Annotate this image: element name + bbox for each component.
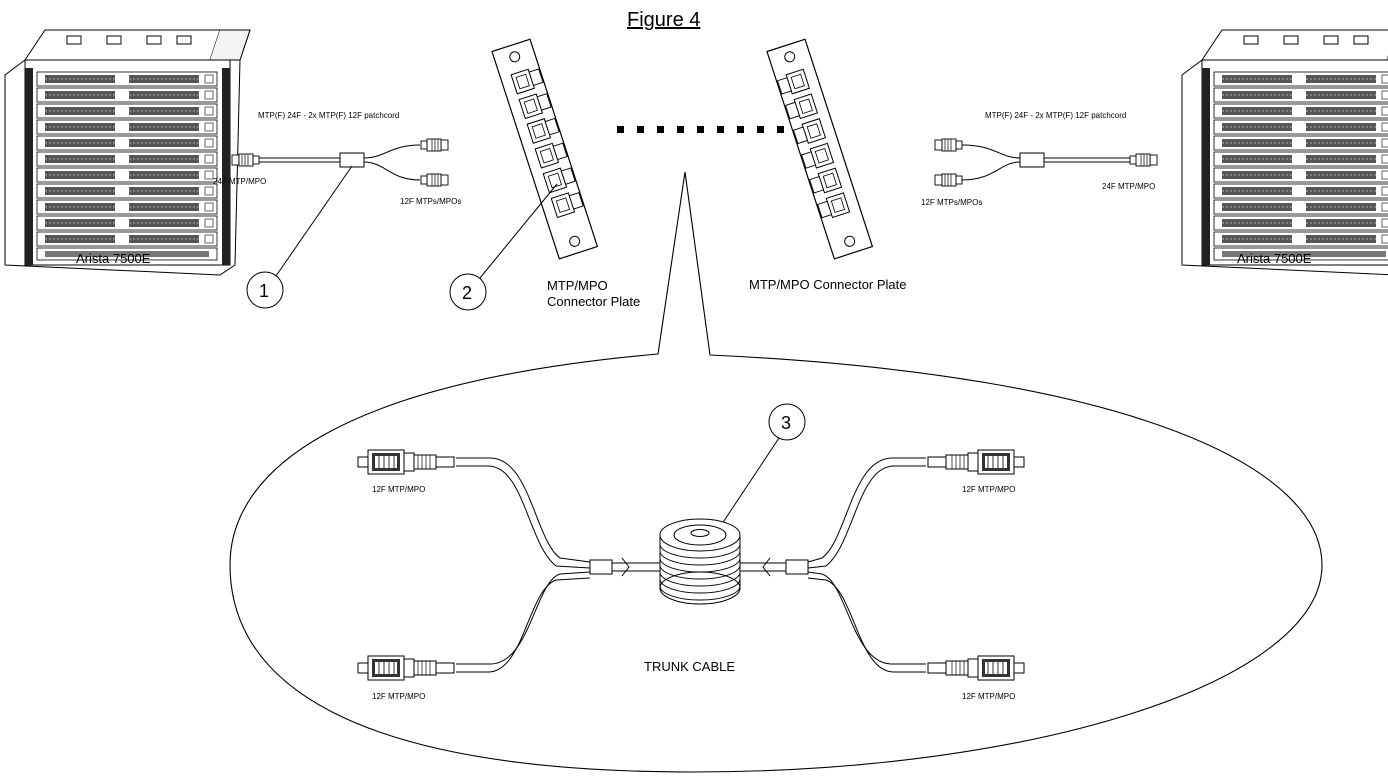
connector-plate-left [491, 38, 599, 260]
figure-title: Figure 4 [627, 9, 700, 31]
patchcord-right [934, 138, 1158, 187]
connector-plate-right-label: MTP/MPO Connector Plate [749, 277, 907, 292]
patchcord-right-title: MTP(F) 24F - 2x MTP(F) 12F patchcord [985, 111, 1126, 120]
trunk-cable-label: TRUNK CABLE [644, 659, 735, 674]
switch-left [5, 30, 250, 275]
callout-1-leader [275, 165, 353, 277]
patchcord-left-title: MTP(F) 24F - 2x MTP(F) 12F patchcord [258, 111, 399, 120]
callout-2-leader [479, 183, 558, 279]
patchcord-left-12f-label: 12F MTPs/MPOs [400, 197, 461, 206]
callout-2-number: 2 [462, 283, 472, 303]
callout-3-number: 3 [781, 413, 791, 433]
trunk-connector-bottom-left-label: 12F MTP/MPO [372, 692, 425, 701]
connector-plate-left-label-line2: Connector Plate [547, 294, 640, 309]
patchcord-right-24f-label: 24F MTP/MPO [1102, 182, 1155, 191]
callout-1-number: 1 [259, 281, 269, 301]
callout-3: 3 [768, 403, 806, 441]
patchcord-left-24f-label: 24F MTP/MPO [213, 177, 266, 186]
zoom-callout-bubble [229, 171, 1323, 773]
trunk-cable-legs [456, 457, 926, 673]
switch-right-label: Arista 7500E [1237, 251, 1312, 266]
trunk-connector-bottom-right-label: 12F MTP/MPO [962, 692, 1015, 701]
trunk-link-dots [617, 126, 784, 133]
patchcord-right-12f-label: 12F MTPs/MPOs [921, 198, 982, 207]
switch-right [1182, 30, 1388, 275]
trunk-connector-top-left-label: 12F MTP/MPO [372, 485, 425, 494]
patchcord-left [231, 138, 449, 187]
callout-2: 2 [449, 273, 487, 311]
switch-left-label: Arista 7500E [76, 251, 151, 266]
trunk-connector-top-right-label: 12F MTP/MPO [962, 485, 1015, 494]
trunk-cable-reel [659, 518, 741, 605]
connector-plate-left-label-line1: MTP/MPO [547, 278, 608, 293]
connector-plate-right [766, 38, 874, 260]
callout-1: 1 [246, 271, 284, 309]
